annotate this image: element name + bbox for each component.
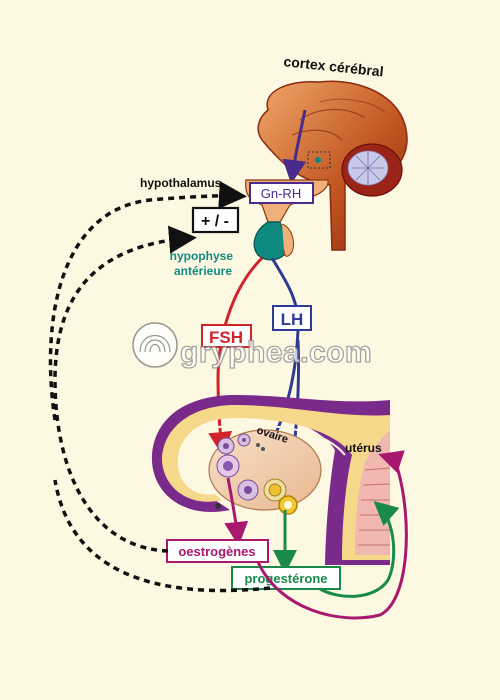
shell-logo-icon xyxy=(132,322,178,368)
cerebellum xyxy=(341,143,403,197)
feedback-label: + / - xyxy=(201,213,229,230)
progesterone-box: progestérone xyxy=(231,566,341,590)
follicle xyxy=(263,478,287,502)
lh-arrow-1 xyxy=(259,257,300,468)
hypothalamus-label: hypothalamus xyxy=(140,176,222,190)
ovary xyxy=(208,429,322,515)
brain-illustration xyxy=(257,80,408,251)
gnrh-box: Gn-RH xyxy=(249,182,314,204)
lh-label: LH xyxy=(281,310,304,329)
progesterone-label: progestérone xyxy=(244,571,327,586)
oestrogenes-arrow xyxy=(224,477,249,546)
fsh-arrow xyxy=(208,256,264,456)
follicle xyxy=(216,454,240,478)
cortex-label: cortex cérébral xyxy=(283,53,385,79)
follicle xyxy=(217,437,235,455)
progesterone-to-uterus-arrow xyxy=(319,501,400,598)
corpus-luteum xyxy=(278,495,298,515)
watermark-text: gryphea.com xyxy=(180,336,372,369)
feedback-loop-oestrogenes xyxy=(53,225,197,553)
hypophyse-label: hypophyse antérieure xyxy=(170,249,237,278)
fsh-label: FSH xyxy=(209,328,243,347)
follicle xyxy=(237,433,251,447)
feedback-loop-progesterone xyxy=(53,479,271,593)
oestrogenes-label: oestrogènes xyxy=(178,544,255,559)
feedback-loop-upper xyxy=(48,180,247,421)
oestrogenes-to-uterus-arrow xyxy=(256,450,408,620)
uterus-label: utérus xyxy=(345,441,382,455)
feedback-box: + / - xyxy=(191,206,240,234)
oestrogenes-box: oestrogènes xyxy=(166,539,269,563)
lh-box: LH xyxy=(272,305,312,331)
follicle xyxy=(237,479,259,501)
gnrh-label: Gn-RH xyxy=(261,186,301,201)
gnrh-signal-arrow xyxy=(282,109,307,184)
watermark: gryphea.com xyxy=(132,322,372,370)
fsh-box: FSH xyxy=(201,324,252,348)
